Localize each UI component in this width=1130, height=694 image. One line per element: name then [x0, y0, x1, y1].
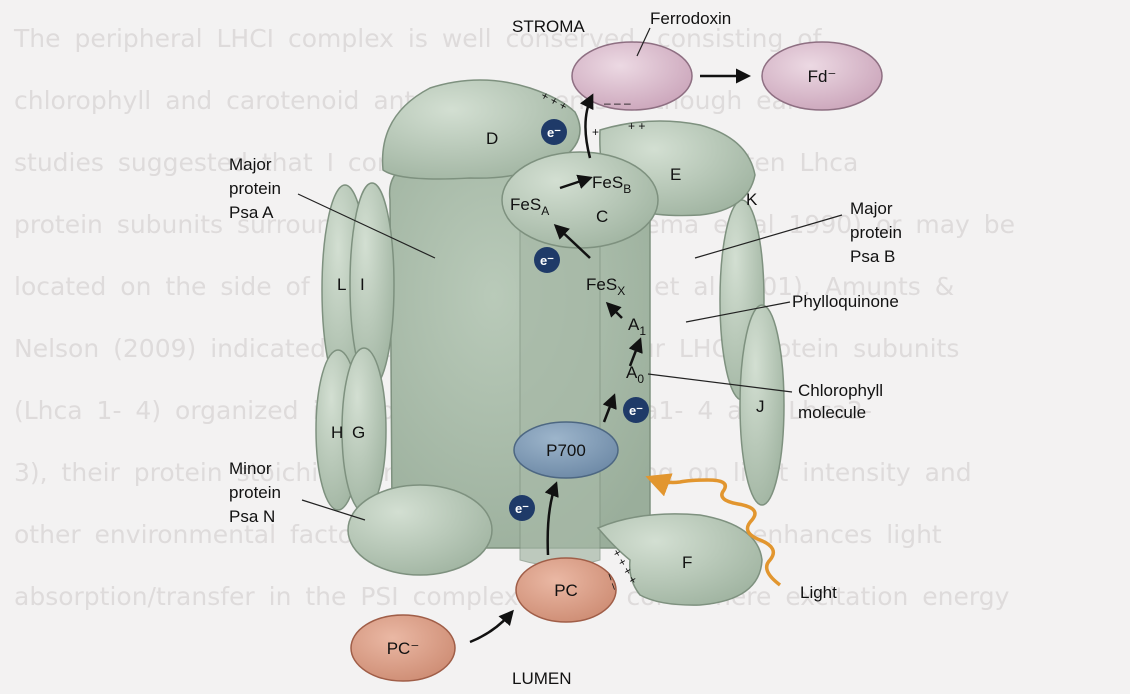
light-label: Light: [800, 583, 837, 602]
p700-label: P700: [546, 441, 586, 460]
chlorophyll-label: Chlorophyll molecule: [798, 381, 888, 422]
electron-label: e⁻: [540, 253, 554, 268]
fd-minus-label: Fd⁻: [808, 67, 837, 86]
charge-plus-e: + +: [628, 119, 645, 133]
subunit-label-d: D: [486, 129, 498, 148]
electron-label: e⁻: [515, 501, 529, 516]
lumen-label: LUMEN: [512, 669, 572, 688]
major-psa-a-label: Major protein Psa A: [229, 155, 286, 222]
subunit-label-h: H: [331, 423, 343, 442]
phylloquinone-label: Phylloquinone: [792, 292, 899, 311]
pc-minus-label: PC⁻: [387, 639, 420, 658]
subunit-label-f: F: [682, 553, 692, 572]
subunit-label-l: L: [337, 275, 346, 294]
subunit-label-c: C: [596, 207, 608, 226]
subunit-label-g: G: [352, 423, 365, 442]
electron-label: e⁻: [629, 403, 643, 418]
charge-minus-ferrodoxin: – – –: [604, 96, 631, 110]
subunit-label-k: K: [746, 190, 758, 209]
subunit-label-e: E: [670, 165, 681, 184]
ferrodoxin-label: Ferrodoxin: [650, 9, 731, 28]
charge-plus-c: +: [592, 125, 599, 139]
pc-label: PC: [554, 581, 578, 600]
minor-psa-n-label: Minor protein Psa N: [229, 459, 286, 526]
subunit-label-i: I: [360, 275, 365, 294]
stroma-label: STROMA: [512, 17, 585, 36]
subunit-psa-n: [348, 485, 492, 575]
electron-label: e⁻: [547, 125, 561, 140]
subunit-label-j: J: [756, 397, 765, 416]
major-psa-b-label: Major protein Psa B: [850, 199, 907, 266]
